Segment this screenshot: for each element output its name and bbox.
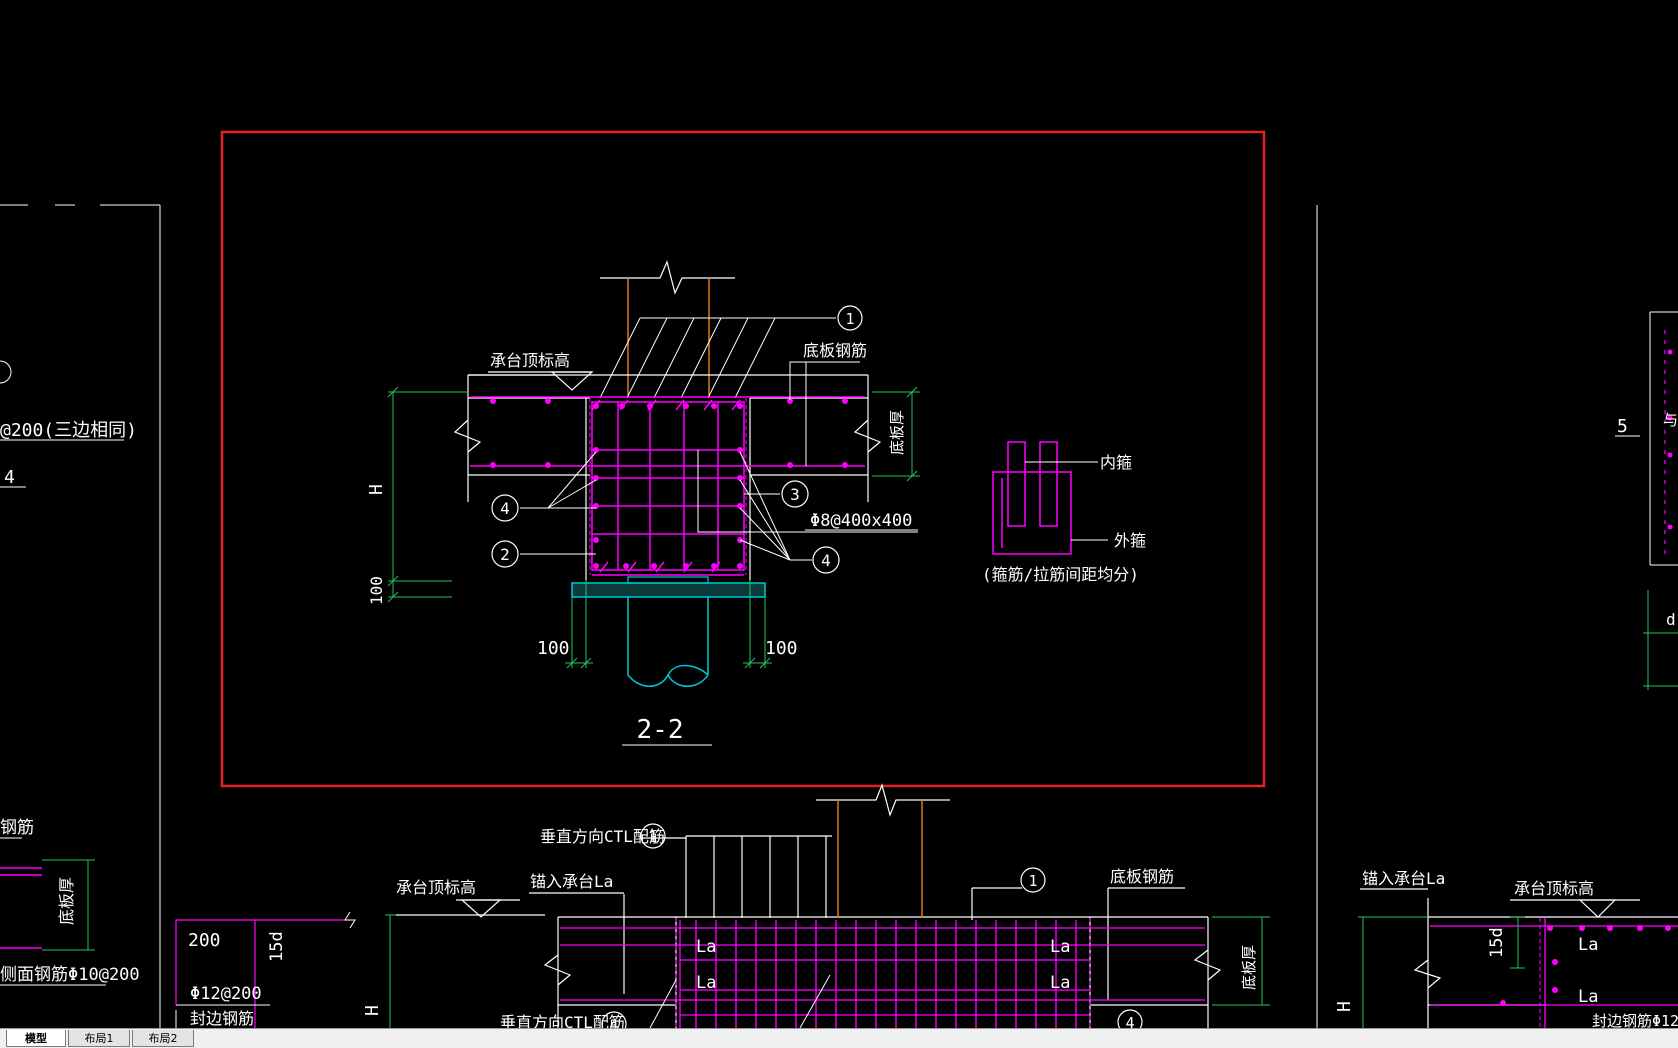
dim-100-right-text: 100 xyxy=(765,638,798,659)
cap-top-elevation-marker xyxy=(488,371,594,391)
bottom-center-detail xyxy=(396,783,1270,1028)
bc-anchor: 锚入承台La xyxy=(530,872,613,891)
bc-callout-4b: 4 xyxy=(1125,1014,1134,1028)
label-leaders xyxy=(520,317,918,746)
bc-callout-1a: 1 xyxy=(648,828,657,846)
br-dim-15d: 15d xyxy=(1487,927,1507,958)
bc-la-3: La xyxy=(1050,937,1070,957)
callout-1-circle xyxy=(837,305,863,331)
callout-3-circle xyxy=(781,480,809,508)
right-fragment-text: 与板 xyxy=(1663,411,1678,429)
right-num-text: 5 xyxy=(1617,416,1628,437)
br-cap-top-label: 承台顶标高 xyxy=(1514,879,1594,898)
selection-frame[interactable] xyxy=(220,130,1266,788)
column-lines xyxy=(627,278,710,398)
outer-stirrup-label: 外箍 xyxy=(1114,531,1146,550)
left-side-rebar-text: 侧面钢筋Φ10@200 xyxy=(0,965,140,985)
callout-4a-circle xyxy=(491,494,519,522)
bl-edge-rebar: 封边钢筋 xyxy=(190,1009,254,1028)
section-2-2 xyxy=(387,260,920,746)
stirrup-detail-leaders xyxy=(1025,461,1108,541)
pile-base xyxy=(571,582,766,598)
left-partial-rebar xyxy=(0,867,42,949)
cap-cage-dots xyxy=(593,403,743,569)
slab-thickness-label: 底板厚 xyxy=(888,410,906,455)
left-spec-text: @200(三边相同) xyxy=(0,420,137,441)
slab-rebar-dots xyxy=(490,398,848,468)
right-partial-top xyxy=(1615,311,1678,690)
dim-100-vertical-text: 100 xyxy=(367,576,386,605)
stirrup-leader xyxy=(697,450,918,533)
bottom-right-detail xyxy=(1358,888,1678,1028)
bc-slab-label: 底板厚 xyxy=(1240,945,1258,990)
bl-dim-15d: 15d xyxy=(267,931,287,962)
right-d-mark: d xyxy=(1666,610,1676,629)
section-callouts xyxy=(491,305,863,574)
left-rebar-text: 钢筋 xyxy=(0,818,34,838)
dim-100-left-text: 100 xyxy=(537,638,570,659)
inner-stirrup-label: 内箍 xyxy=(1100,453,1132,472)
bottom-left-detail xyxy=(175,911,545,1028)
section-dims xyxy=(387,386,920,669)
bc-callout-4b-circle xyxy=(1117,1009,1143,1028)
left-num-text: 4 xyxy=(4,467,15,488)
callout-4a-text: 4 xyxy=(500,499,510,518)
br-dim-h: H xyxy=(1334,1001,1355,1012)
bc-vertical-ctl-2: 垂直方向CTL配筋 xyxy=(500,1013,625,1028)
bl-dim-200: 200 xyxy=(188,930,221,951)
br-la-2: La xyxy=(1578,987,1598,1007)
slab-rebar xyxy=(470,396,865,467)
left-partial-panel xyxy=(0,204,161,1028)
bc-callout-4a-circle xyxy=(601,1011,627,1028)
callout-2-circle xyxy=(491,540,519,568)
layout-tab-bar: 模型 布局1 布局2 xyxy=(0,1028,1678,1048)
section-title: 2-2 xyxy=(637,715,684,745)
bl-dim-h: H xyxy=(362,1005,383,1016)
bc-callout-4a: 4 xyxy=(609,1016,618,1028)
pile xyxy=(627,597,709,687)
cap-top-label: 承台顶标高 xyxy=(490,351,570,370)
tab-layout-1[interactable]: 布局1 xyxy=(68,1030,130,1047)
bc-vertical-ctl: 垂直方向CTL配筋 xyxy=(540,827,665,846)
bc-cap-top-label: 承台顶标高 xyxy=(396,878,476,897)
bl-spec: Φ12@200 xyxy=(190,984,262,1004)
br-anchor: 锚入承台La xyxy=(1362,869,1445,888)
bc-callout-1a-circle xyxy=(640,823,666,849)
slab-outline xyxy=(453,374,882,580)
bc-bottom-rebar-label: 底板钢筋 xyxy=(1110,867,1174,886)
stirrup-detail xyxy=(992,441,1072,555)
stirrup-spec-text: Φ8@400x400 xyxy=(810,511,912,531)
left-partial-dims xyxy=(42,859,95,951)
callout-1-text: 1 xyxy=(845,310,854,328)
callout-3-text: 3 xyxy=(790,485,800,504)
tab-layout-2[interactable]: 布局2 xyxy=(132,1030,194,1047)
column-hatch xyxy=(599,317,835,399)
callout-4b-circle xyxy=(812,546,840,574)
pile-top-cap xyxy=(627,576,709,584)
dim-h-text: H xyxy=(366,484,387,495)
bottom-rebar-label: 底板钢筋 xyxy=(803,341,867,360)
bc-callout-1b-circle xyxy=(1020,867,1046,893)
column-break-line xyxy=(600,260,735,295)
br-edge-rebar: 封边钢筋Φ12@ xyxy=(1592,1012,1678,1028)
bc-la-1: La xyxy=(696,937,716,957)
callout-2-text: 2 xyxy=(500,545,510,564)
callout-4b-text: 4 xyxy=(821,551,831,570)
left-slab-text: 底板厚 xyxy=(57,877,76,925)
bc-la-2: La xyxy=(696,973,716,993)
cap-cage-dashed xyxy=(589,398,747,575)
stirrup-note: (箍筋/拉筋间距均分) xyxy=(982,565,1139,584)
tab-model[interactable]: 模型 xyxy=(6,1030,66,1047)
cap-cage xyxy=(591,401,745,576)
bc-la-4: La xyxy=(1050,973,1070,993)
br-la-1: La xyxy=(1578,935,1598,955)
bc-callout-1b: 1 xyxy=(1028,872,1037,890)
